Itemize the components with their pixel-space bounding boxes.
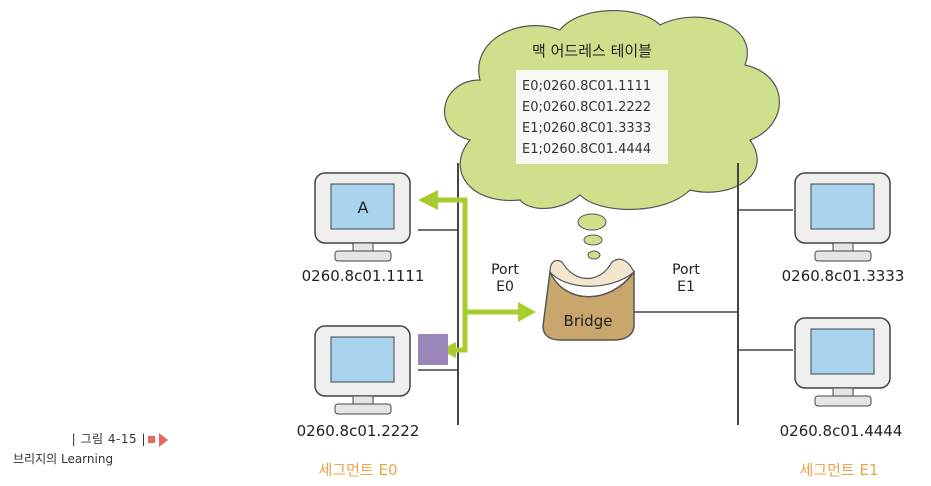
arrow-to-host-a [418,190,438,210]
port-e1-label-1: Port [672,262,700,278]
monitor-base [334,403,392,415]
monitor-neck [352,395,374,405]
figure-title: 브리지의 Learning [13,452,114,466]
port-e0-label-1: Port [491,262,519,278]
mac-table-title: 맥 어드레스 테이블 [532,42,652,60]
segment-e1-label: 세그먼트 E1 [800,461,879,479]
host-b-computer [314,325,411,415]
arrow-head-bridge [518,302,536,322]
frame-path [433,197,468,353]
mac-table-entry: E0;0260.8C01.1111 [522,79,651,94]
mac-table-entry: E1;0260.8C01.3333 [522,121,651,136]
frame-square [418,334,448,365]
monitor-neck [352,242,374,252]
host-c-computer [794,172,891,262]
host-b-mac: 0260.8c01.2222 [297,422,420,440]
host-a-computer: A [314,172,411,262]
thought-bubble-1 [577,213,607,231]
thought-bubble-2 [583,234,603,246]
mac-table-box [516,70,668,164]
caption-arrow-icon [159,432,168,447]
mac-table-cloud: 맥 어드레스 테이블 E0;0260.8C01.1111 E0;0260.8C0… [443,9,780,260]
monitor-base [814,250,872,262]
host-a-mac: 0260.8c01.1111 [302,267,425,285]
thought-bubble-3 [587,250,601,260]
monitor-neck [832,242,854,252]
segment-e0-label: 세그먼트 E0 [319,461,398,479]
mac-table-entry: E1;0260.8C01.4444 [522,142,651,157]
monitor-base [814,395,872,407]
bridge-body [542,269,635,341]
mac-table-entry: E0;0260.8C01.2222 [522,100,651,115]
bridge-device: Bridge [542,258,635,341]
port-e0-label-2: E0 [496,279,514,295]
host-d-computer [794,317,891,407]
bridge-label: Bridge [564,312,613,330]
host-a-letter: A [358,198,369,217]
monitor-neck [832,387,854,397]
caption-arrow-stem [148,436,155,443]
figure-number-row: | 그림 4-15 | [13,430,168,447]
figure-number: | 그림 4-15 | [71,432,146,446]
bridge-top [549,258,635,287]
figure-caption: | 그림 4-15 | 브리지의 Learning [13,430,173,467]
monitor-screen [810,183,875,230]
monitor-screen [810,328,875,375]
monitor-screen [330,183,395,230]
monitor-screen [330,336,395,383]
host-c-mac: 0260.8c01.3333 [782,267,905,285]
monitor-base [334,250,392,262]
port-e1-label-2: E1 [677,279,695,295]
host-d-mac: 0260.8c01.4444 [780,422,903,440]
